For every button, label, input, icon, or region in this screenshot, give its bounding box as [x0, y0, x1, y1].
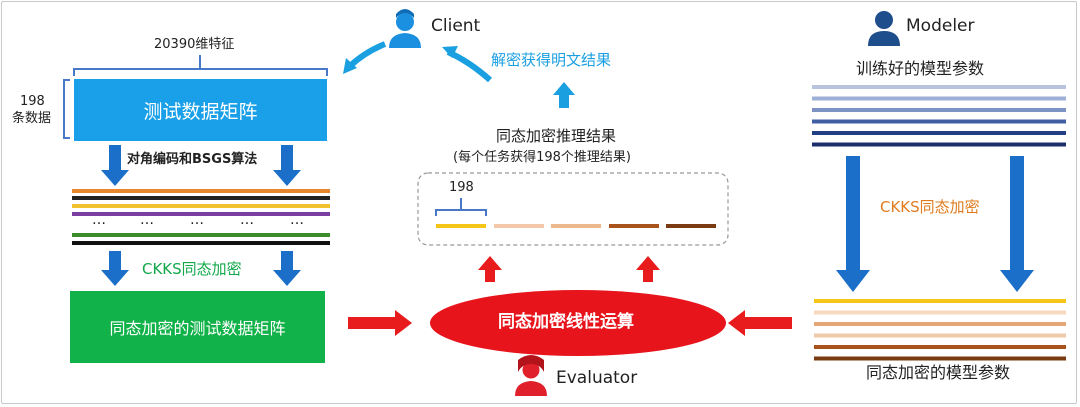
test-data-matrix-label: 测试数据矩阵 [143, 100, 258, 123]
row-count-unit: 条数据 [12, 111, 52, 126]
right-down-arrows [836, 156, 1034, 292]
client-arrowhead-right [442, 46, 458, 58]
test-data-stripes [72, 189, 330, 245]
client-label: Client [431, 16, 481, 36]
ellipsis-1: … [92, 212, 106, 228]
red-side-arrows [348, 310, 792, 336]
feature-bracket [73, 55, 328, 76]
ellipsis-2: … [140, 212, 154, 228]
model-param-stripes [812, 85, 1066, 147]
left-encrypt-label: CKKS同态加密 [142, 260, 242, 278]
test-data-matrix-box: 测试数据矩阵 [74, 79, 327, 141]
client-user-icon [389, 9, 421, 48]
red-up-arrows [478, 256, 660, 282]
decrypt-label: 解密获得明文结果 [491, 51, 612, 69]
linear-op-label: 同态加密线性运算 [498, 312, 634, 332]
modeler-label: Modeler [906, 16, 975, 36]
feature-count-label: 20390维特征 [154, 37, 235, 52]
result-count: 198 [449, 180, 474, 195]
linear-op-ellipse [430, 290, 726, 356]
encode-label: 对角编码和BSGS算法 [127, 152, 258, 167]
evaluator-user-icon [515, 355, 547, 396]
result-dashed-box [417, 172, 729, 246]
row-bracket [63, 79, 70, 139]
modeler-user-icon [868, 11, 900, 46]
result-bracket [435, 198, 487, 216]
right-encrypt-label: CKKS同态加密 [880, 198, 980, 216]
encrypted-matrix-label: 同态加密的测试数据矩阵 [109, 319, 286, 338]
decrypt-up-arrow [553, 82, 575, 108]
client-arrowhead-left [343, 58, 357, 74]
result-title: 同态加密推理结果 [496, 127, 617, 145]
encrypted-param-stripes [814, 299, 1066, 361]
client-arrows [347, 41, 493, 83]
encrypted-matrix-box: 同态加密的测试数据矩阵 [70, 291, 325, 363]
row-count-number: 198 [20, 94, 45, 109]
encrypted-params-label: 同态加密的模型参数 [866, 363, 1011, 382]
trained-params-label: 训练好的模型参数 [856, 59, 985, 78]
left-down-arrows [101, 145, 301, 286]
ellipsis-3: … [190, 212, 204, 228]
ellipsis-4: … [240, 212, 254, 228]
result-subtitle: (每个任务获得198个推理结果) [453, 150, 631, 165]
evaluator-label: Evaluator [556, 368, 638, 388]
ellipsis-5: … [290, 212, 304, 228]
